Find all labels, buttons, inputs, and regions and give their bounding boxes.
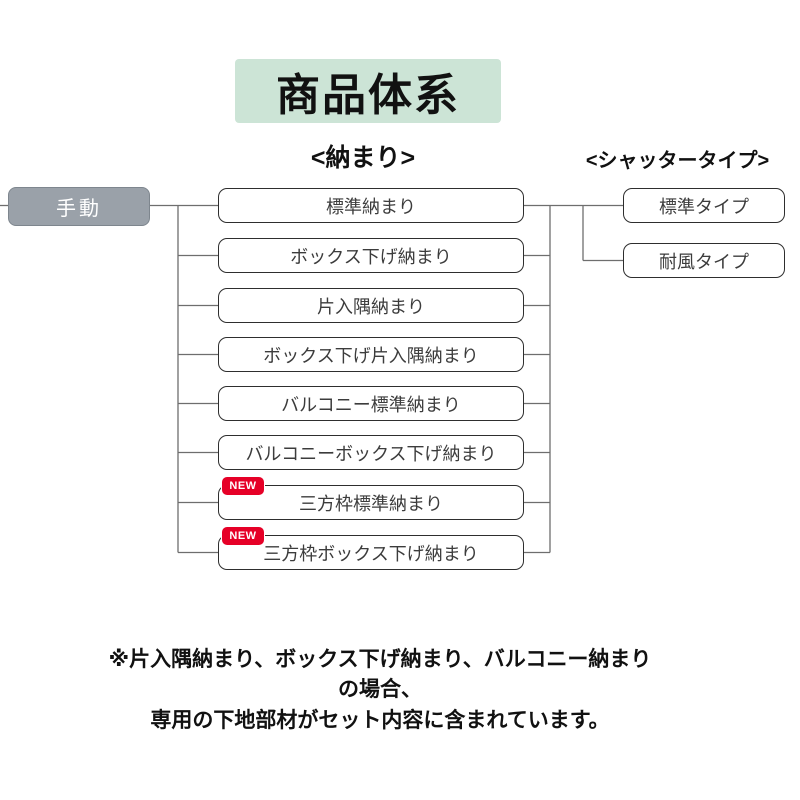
node-nakamari-balcony-standard: バルコニー標準納まり xyxy=(218,386,524,421)
new-badge: NEW xyxy=(221,476,265,496)
node-nakamari-box-lowered: ボックス下げ納まり xyxy=(218,238,524,273)
node-label: ボックス下げ片入隅納まり xyxy=(263,345,479,366)
node-shutter-standard-type: 標準タイプ xyxy=(623,188,785,223)
new-badge: NEW xyxy=(221,526,265,546)
node-nakamari-balcony-box-lowered: バルコニーボックス下げ納まり xyxy=(218,435,524,470)
node-shutter-wind-resistant-type: 耐風タイプ xyxy=(623,243,785,278)
page-title: 商品体系 xyxy=(235,59,501,123)
footnote-line2: 専用の下地部材がセット内容に含まれています。 xyxy=(150,708,610,732)
heading-nakamari: <納まり> xyxy=(310,144,416,172)
node-label: バルコニー標準納まり xyxy=(281,394,461,415)
new-badge-label: NEW xyxy=(229,480,257,492)
node-nakamari-three-side-frame-box-lowered: 三方枠ボックス下げ納まり xyxy=(218,535,524,570)
node-label: 片入隅納まり xyxy=(317,296,425,317)
node-nakamari-standard: 標準納まり xyxy=(218,188,524,223)
node-label: 標準納まり xyxy=(326,196,416,217)
node-label: 耐風タイプ xyxy=(659,251,749,272)
node-label: バルコニーボックス下げ納まり xyxy=(245,443,497,464)
heading-shutter-type: <シャッタータイプ> xyxy=(585,150,770,172)
node-manual: 手動 xyxy=(8,187,150,226)
node-label: 三方枠ボックス下げ納まり xyxy=(263,543,479,564)
node-nakamari-one-side-recessed: 片入隅納まり xyxy=(218,288,524,323)
node-label: 標準タイプ xyxy=(659,196,749,217)
page-title-text: 商品体系 xyxy=(276,71,460,120)
node-label: 三方枠標準納まり xyxy=(299,493,443,514)
node-label: ボックス下げ納まり xyxy=(290,246,452,267)
node-manual-label: 手動 xyxy=(56,198,102,220)
node-nakamari-box-lowered-one-side-recessed: ボックス下げ片入隅納まり xyxy=(218,337,524,372)
new-badge-label: NEW xyxy=(229,530,257,542)
node-nakamari-three-side-frame-standard: 三方枠標準納まり xyxy=(218,485,524,520)
footnote-line1: ※片入隅納まり、ボックス下げ納まり、バルコニー納まりの場合、 xyxy=(108,648,652,702)
footnote: ※片入隅納まり、ボックス下げ納まり、バルコニー納まりの場合、 専用の下地部材がセ… xyxy=(100,645,660,736)
